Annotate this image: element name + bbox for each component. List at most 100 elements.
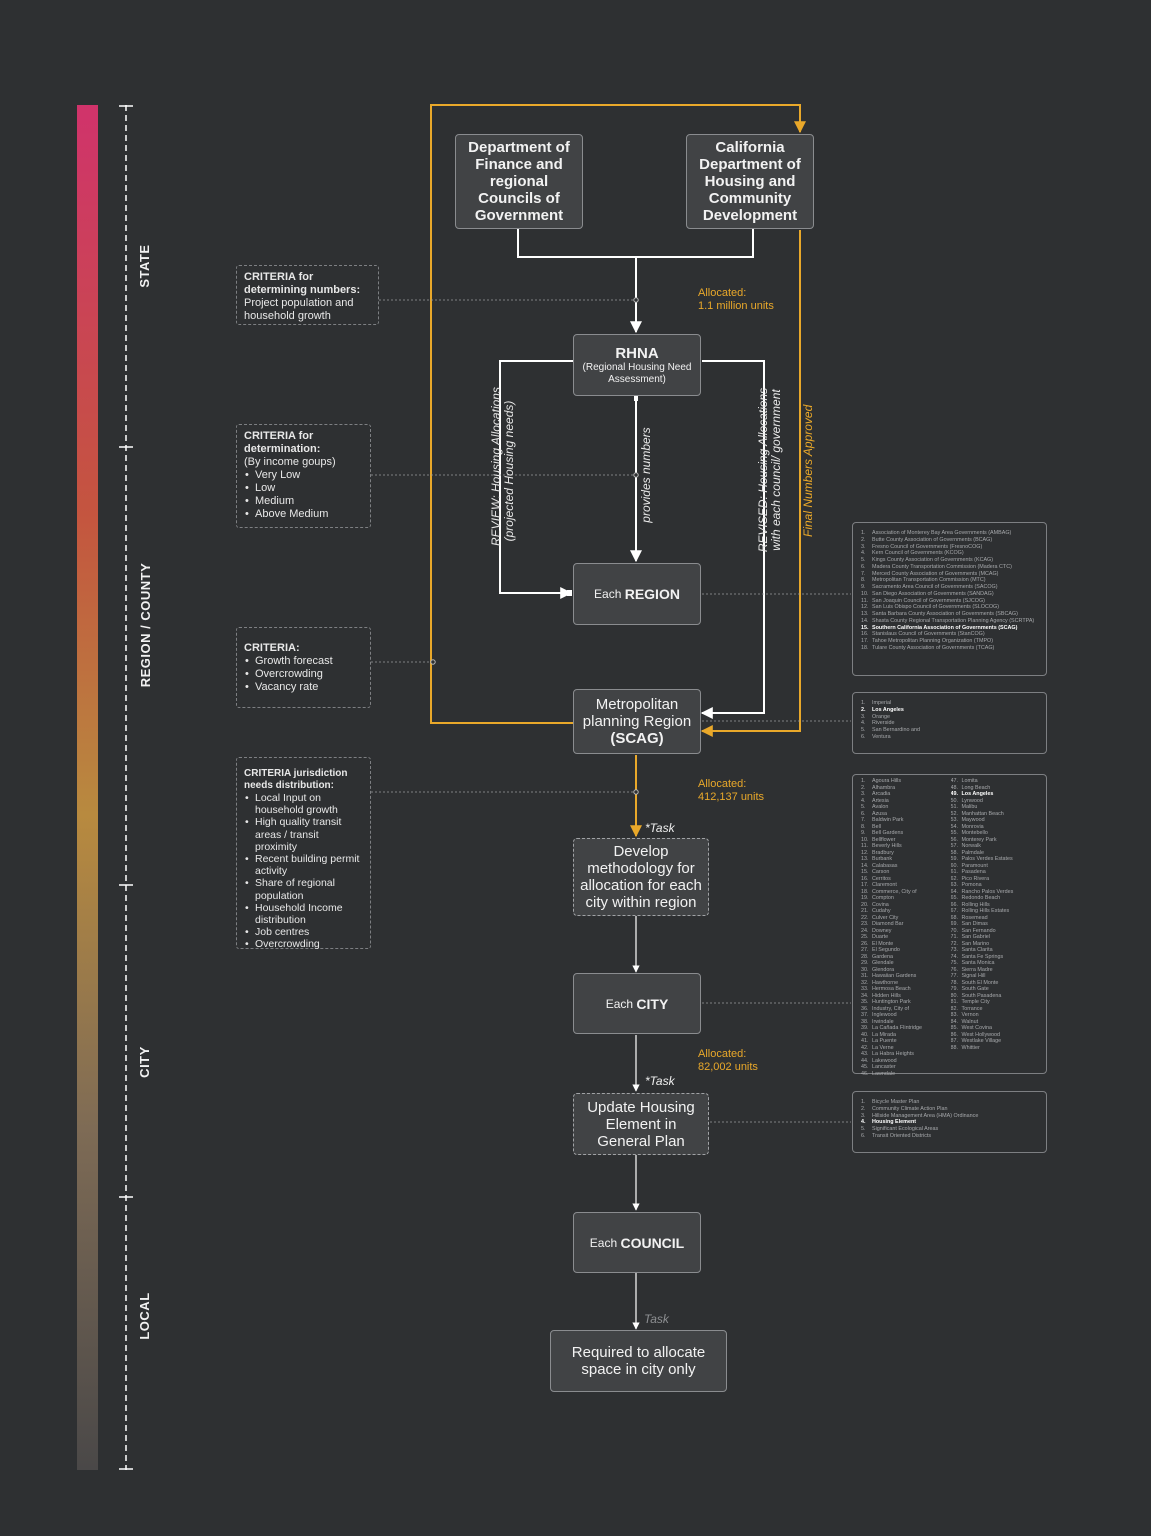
list-item: 32.Hawthorne [861,979,899,986]
list-item: 62.Pico Rivera [950,875,990,882]
allocation-state-label: Allocated: [698,287,747,299]
list-item: 11.San Joaquin Council of Governments (S… [861,597,985,604]
list-item: 37.Inglewood [861,1012,897,1018]
list-item: 54.Monrovia [950,823,984,830]
list-item: 24.Downey [861,927,892,934]
list-item: 15.Southern California Association of Go… [861,624,1018,631]
list-item: 65.Redondo Beach [950,895,1001,901]
list-item: 69.San Dimas [950,921,988,927]
list-item: 49.Los Angeles [950,791,994,797]
criteria-item: Very Low [244,469,363,482]
list-item: 3.Arcadia [861,791,891,797]
list-item: 59.Palos Verdes Estates [950,856,1013,862]
region-prefix: Each [594,587,625,601]
allocation-region-label: Allocated: [698,778,747,790]
list-item: 5.Kings County Association of Government… [861,557,994,563]
list-item: 5.Significant Ecological Areas [861,1126,939,1132]
required-label: Required to allocate space in city only [571,1344,706,1378]
list-item: 33.Hermosa Beach [861,986,911,992]
list-item: 83.Vernon [950,1012,979,1018]
criteria-jurisdiction-box: CRITERIA jurisdiction needs distribution… [236,757,371,951]
list-item: 4.Artesia [861,797,889,804]
list-item: 66.Rolling Hills [950,901,990,908]
list-item: 14.Calabasas [861,862,898,869]
criteria-growth-box: CRITERIA: Growth forecast Overcrowding V… [236,627,371,708]
task-label-3: Task [644,1312,669,1326]
list-item: 21.Cudahy [861,908,891,914]
list-item: 74.Santa Fe Springs [950,953,1004,960]
list-item: 60.Paramount [950,862,988,869]
level-label-region: REGION / COUNTY [138,562,153,688]
list-item: 78.South El Monte [950,979,999,986]
list-item: 18.Tulare County Association of Governme… [861,644,995,651]
criteria-item: Job centres [244,926,363,938]
criteria-item: Vacancy rate [244,681,363,694]
list-item: 26.El Monte [861,940,894,947]
regions-list: 1.Association of Monterey Bay Area Gover… [861,530,1040,652]
list-item: 16.Cerritos [861,875,891,882]
council-node: Each COUNCIL [573,1212,701,1273]
revised-edge-label: REVISED: Housing Allocations with each c… [756,385,785,555]
list-item: 22.Culver City [861,914,899,921]
list-item: 6.Transit Oriented Districts [861,1132,932,1139]
council-label: COUNCIL [620,1234,685,1251]
list-item: 45.Lancaster [861,1064,896,1070]
list-item: 51.Malibu [950,804,978,810]
level-scale-line [119,105,133,1470]
region-label: REGION [624,586,680,602]
list-item: 48.Long Beach [950,784,991,791]
list-item: 4.Riverside [861,720,895,727]
list-item: 1.Agoura Hills [861,778,902,784]
list-item: 3.Hillside Management Area (HMA) Ordinan… [861,1112,979,1119]
list-item: 2.Alhambra [861,784,896,791]
list-item: 29.Glendale [861,960,894,966]
list-item: 43.La Habra Heights [861,1051,914,1057]
list-item: 25.Duarte [861,934,889,940]
list-item: 31.Hawaiian Gardens [861,973,917,979]
task-label-1: *Task [645,821,675,835]
list-item: 30.Glendora [861,966,895,973]
list-item: 6.Ventura [861,733,891,740]
review-line2: (projected Housing needs) [502,400,516,542]
criteria-item: Overcrowding [244,668,363,681]
list-item: 75.Santa Monica [950,960,995,966]
list-item: 10.San Diego Association of Governments … [861,590,994,597]
list-item: 17.Tahoe Metropolitan Planning Organizat… [861,638,994,644]
list-item: 84.Walnut [950,1018,979,1025]
mpr-node: Metropolitan planning Region (SCAG) [573,689,701,754]
approval-loop [430,104,806,838]
criteria-item: Share of regional population [244,877,363,901]
list-item: 15.Carson [861,869,890,875]
list-item: 18.Commerce, City of [861,888,917,895]
criteria-item: Household Income distribution [244,902,363,926]
flow-lines [499,229,765,719]
list-item: 11.Beverly Hills [861,843,902,849]
level-gradient-bar [77,105,98,1470]
update-housing-node: Update Housing Element in General Plan [573,1093,709,1155]
list-item: 1.Association of Monterey Bay Area Gover… [861,530,1012,536]
rhna-subtitle: (Regional Housing Need Assessment) [582,361,692,385]
list-item: 39.La Cañada Flintridge [861,1025,923,1031]
criteria-numbers-text: Project population and household growth [244,297,354,322]
list-item: 35.Huntington Park [861,999,911,1005]
level-label-city: CITY [137,1046,152,1078]
list-item: 56.Monterey Park [950,836,997,843]
develop-method-label: Develop methodology for allocation for e… [580,843,702,911]
list-item: 67.Rolling Hills Estates [950,908,1010,914]
allocation-region: Allocated: 412,137 units [698,778,764,804]
list-item: 64.Rancho Palos Verdes [950,888,1014,895]
list-item: 13.Santa Barbara County Association of G… [861,611,1018,617]
list-item: 41.La Puente [861,1038,897,1044]
rhna-node: RHNA (Regional Housing Need Assessment) [573,334,701,396]
list-item: 2.Community Climate Action Plan [861,1105,948,1112]
city-prefix: Each [605,996,637,1011]
allocation-city: Allocated: 82,002 units [698,1048,758,1074]
list-item: 7.Baldwin Park [861,817,904,823]
criteria-item: Overcrowding [244,938,363,950]
list-item: 27.El Segundo [861,947,900,953]
list-item: 73.Santa Clarita [950,947,993,953]
allocation-state: Allocated: 1.1 million units [698,287,774,313]
